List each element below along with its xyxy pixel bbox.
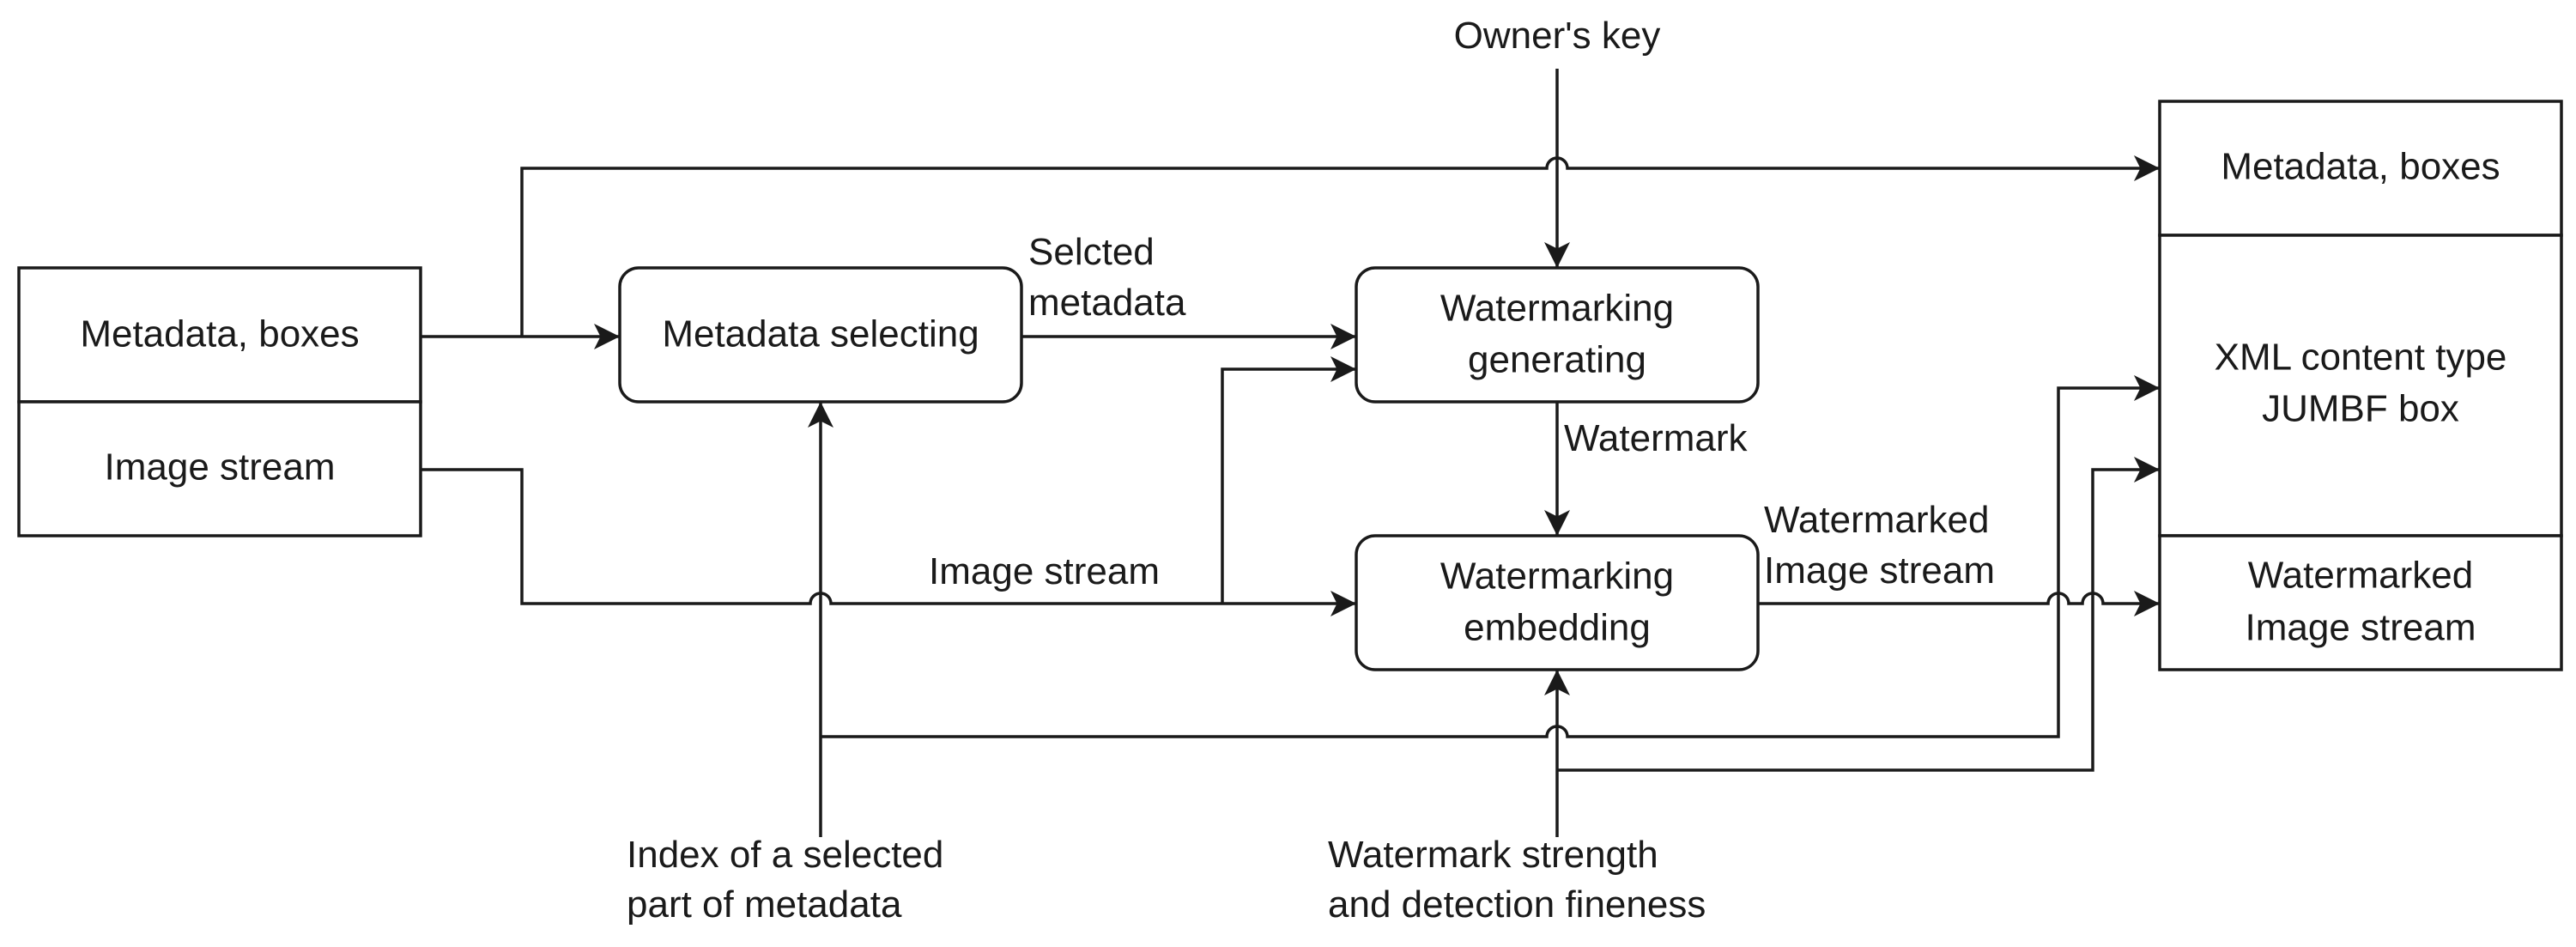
output-container: Metadata, boxes XML content type JUMBF b… — [2158, 100, 2563, 671]
output-jumbf-label-line2: JUMBF box — [2262, 388, 2459, 430]
label-selected-metadata-line2: metadata — [1028, 282, 1186, 324]
wm-generating-label-line1: Watermarking — [1440, 288, 1674, 330]
output-metadata-label: Metadata, boxes — [2221, 146, 2500, 188]
input-metadata-box — [17, 266, 422, 404]
label-watermarked-line2: Image stream — [1764, 549, 1995, 592]
label-watermark: Watermark — [1564, 417, 1748, 459]
label-watermarked-line1: Watermarked — [1764, 499, 1989, 541]
edge-strength-to-jumbf — [1557, 457, 2160, 772]
output-jumbf-box — [2158, 234, 2563, 537]
label-index-line2: part of metadata — [627, 883, 902, 926]
label-image-stream: Image stream — [929, 550, 1160, 592]
label-strength-line1: Watermark strength — [1328, 834, 1658, 876]
label-owners-key: Owner's key — [1454, 15, 1661, 57]
output-wm-image-label-line2: Image stream — [2246, 607, 2476, 649]
watermarking-embedding-node: Watermarking embedding — [1355, 534, 1760, 671]
metadata-selecting-label: Metadata selecting — [662, 313, 979, 355]
wm-embedding-label-line2: embedding — [1464, 607, 1651, 649]
metadata-selecting-node: Metadata selecting — [618, 266, 1023, 404]
label-index-line1: Index of a selected — [627, 834, 943, 876]
output-wm-image-box — [2158, 534, 2563, 671]
input-image-box — [17, 400, 422, 537]
edge-index-to-jumbf — [821, 375, 2160, 738]
edge-image-to-generating — [1221, 356, 1356, 604]
input-container: Metadata, boxes Image stream — [17, 266, 422, 537]
input-image-label: Image stream — [105, 446, 336, 489]
wm-generating-label-line2: generating — [1468, 339, 1646, 381]
edge-watermarked-image — [1758, 591, 2160, 616]
output-jumbf-label-line1: XML content type — [2215, 337, 2507, 379]
input-metadata-label: Metadata, boxes — [80, 313, 359, 355]
label-selected-metadata-line1: Selcted — [1028, 231, 1155, 273]
edge-image-to-embedding — [421, 468, 1356, 616]
wm-embedding-label-line1: Watermarking — [1440, 555, 1674, 598]
label-strength-line2: and detection fineness — [1328, 883, 1706, 926]
watermarking-generating-node: Watermarking generating — [1355, 266, 1760, 404]
output-wm-image-label-line1: Watermarked — [2248, 555, 2473, 597]
